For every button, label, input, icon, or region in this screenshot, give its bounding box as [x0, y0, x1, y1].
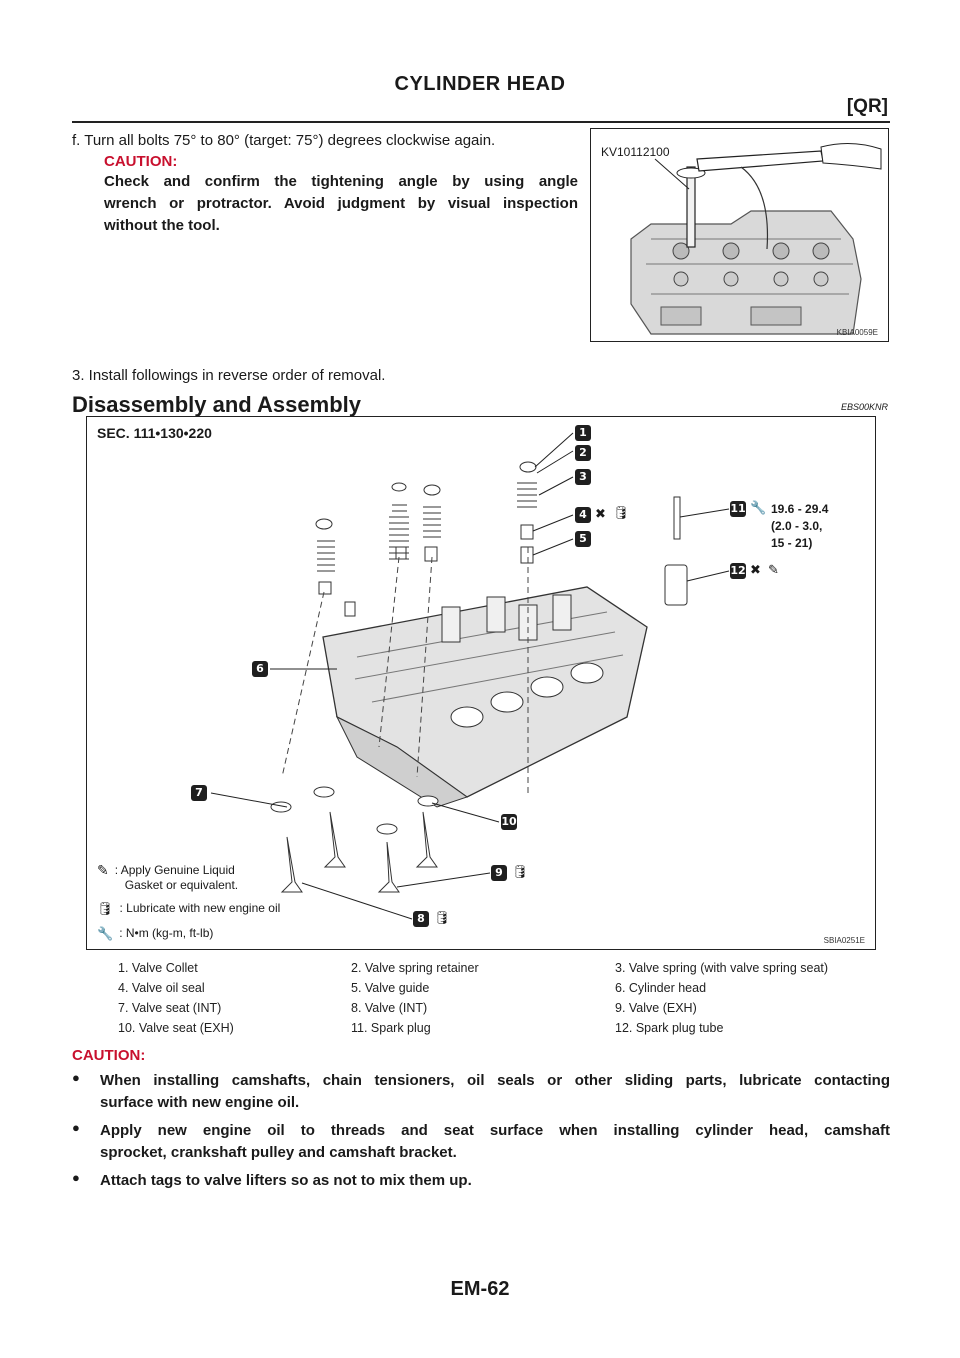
bullet-line: Apply new engine oil to threads and seat…: [100, 1122, 890, 1139]
part-cell: 7. Valve seat (INT): [118, 1001, 222, 1015]
legend-item: ✎ : Apply Genuine Liquid Gasket or equiv…: [97, 863, 280, 893]
table-row: 7. Valve seat (INT) 8. Valve (INT) 9. Va…: [118, 998, 878, 1018]
caution-line: without the tool.: [104, 217, 220, 234]
torque-line: 19.6 - 29.4: [771, 502, 829, 516]
torque-line: 15 - 21): [771, 536, 813, 550]
section-title: Disassembly and Assembly: [72, 392, 361, 417]
header-rule: [72, 121, 890, 123]
caution-label: CAUTION:: [104, 153, 178, 170]
caution-label: CAUTION:: [72, 1047, 146, 1064]
bullet-line: surface with new engine oil.: [100, 1094, 300, 1111]
table-row: 1. Valve Collet 2. Valve spring retainer…: [118, 958, 878, 978]
angle-wrench-illustration: [630, 143, 882, 335]
callout-4: 4: [575, 507, 591, 523]
callout-10: 10: [501, 814, 517, 830]
legend-item: 🛢 : Lubricate with new engine oil: [97, 901, 280, 916]
callout-3: 3: [575, 469, 591, 485]
part-cell: 6. Cylinder head: [615, 981, 707, 995]
callout-6: 6: [252, 661, 268, 677]
liquid-gasket-icon: ✎: [97, 862, 109, 878]
replace-icon: ✖: [750, 562, 761, 577]
figure-code: KBIA0059E: [836, 328, 878, 337]
bullet-line: When installing camshafts, chain tension…: [100, 1072, 890, 1089]
torque-wrench-icon: 🔧: [750, 500, 767, 515]
part-cell: 11. Spark plug: [351, 1021, 431, 1035]
page-number: EM-62: [450, 1278, 510, 1300]
parts-list: 1. Valve Collet 2. Valve spring retainer…: [118, 958, 878, 1038]
part-cell: 2. Valve spring retainer: [351, 961, 479, 975]
engine-model-label: [QR]: [846, 96, 888, 117]
oil-can-icon: 🛢: [434, 910, 451, 925]
torque-spec: 19.6 - 29.4 (2.0 - 3.0, 15 - 21): [771, 501, 828, 552]
page-title: CYLINDER HEAD: [394, 73, 566, 95]
bullet-icon: ●: [72, 1070, 80, 1085]
oil-can-icon: 🛢: [97, 901, 114, 916]
legend-text: : Lubricate with new engine oil: [119, 901, 281, 915]
torque-wrench-icon: 🔧: [97, 926, 114, 941]
caution-line: Check and confirm the tightening angle b…: [104, 173, 578, 190]
step-3-text: 3. Install followings in reverse order o…: [72, 367, 386, 384]
callout-7: 7: [191, 785, 207, 801]
part-cell: 9. Valve (EXH): [615, 1001, 697, 1015]
sec-label: SEC. 111•130•220: [97, 425, 212, 441]
caution-bullet: ● Attach tags to valve lifters so as not…: [72, 1170, 890, 1192]
oil-can-icon: 🛢: [613, 505, 630, 520]
callout-2: 2: [575, 445, 591, 461]
torque-line: (2.0 - 3.0,: [771, 519, 823, 533]
part-cell: 5. Valve guide: [351, 981, 430, 995]
part-cell: 4. Valve oil seal: [118, 981, 205, 995]
bullet-icon: ●: [72, 1120, 80, 1135]
part-cell: 1. Valve Collet: [118, 961, 198, 975]
liquid-gasket-icon: ✎: [768, 562, 779, 577]
section-code: EBS00KNR: [840, 402, 888, 412]
legend: ✎ : Apply Genuine Liquid Gasket or equiv…: [97, 863, 280, 942]
bullet-line: Attach tags to valve lifters so as not t…: [100, 1172, 472, 1189]
callout-5: 5: [575, 531, 591, 547]
step-f-text: f. Turn all bolts 75° to 80° (target: 75…: [72, 132, 496, 149]
callout-8: 8: [413, 911, 429, 927]
bullet-line: sprocket, crankshaft pulley and camshaft…: [100, 1144, 457, 1161]
part-cell: 3. Valve spring (with valve spring seat): [615, 961, 829, 975]
part-cell: 8. Valve (INT): [351, 1001, 428, 1015]
oil-can-icon: 🛢: [512, 864, 529, 879]
table-row: 4. Valve oil seal 5. Valve guide 6. Cyli…: [118, 978, 878, 998]
tool-number-label: KV10112100: [601, 145, 670, 159]
exploded-view-drawing: [210, 432, 730, 920]
legend-text: : Apply Genuine Liquid: [114, 863, 235, 877]
table-row: 10. Valve seat (EXH) 11. Spark plug 12. …: [118, 1018, 878, 1038]
part-cell: 10. Valve seat (EXH): [118, 1021, 234, 1035]
caution-body: Check and confirm the tightening angle b…: [104, 171, 578, 237]
part-cell: 12. Spark plug tube: [615, 1021, 724, 1035]
callout-1: 1: [575, 425, 591, 441]
callout-11: 11: [730, 501, 746, 517]
figure-code: SBIA0251E: [823, 936, 865, 945]
bullet-icon: ●: [72, 1170, 80, 1185]
legend-text: Gasket or equivalent.: [124, 878, 239, 892]
caution-bullet: ● Apply new engine oil to threads and se…: [72, 1120, 890, 1164]
tightening-angle-figure: KV10112100 KBIA0059E: [590, 128, 889, 342]
callout-12: 12: [730, 563, 746, 579]
cylinder-head-exploded-figure: SEC. 111•130•220: [86, 416, 876, 950]
callout-9: 9: [491, 865, 507, 881]
caution-line: wrench or protractor. Avoid judgment by …: [104, 195, 578, 212]
replace-icon: ✖: [595, 506, 606, 521]
legend-text: : N•m (kg-m, ft-lb): [119, 926, 214, 940]
legend-item: 🔧 : N•m (kg-m, ft-lb): [97, 926, 280, 941]
caution-bullet: ● When installing camshafts, chain tensi…: [72, 1070, 890, 1114]
